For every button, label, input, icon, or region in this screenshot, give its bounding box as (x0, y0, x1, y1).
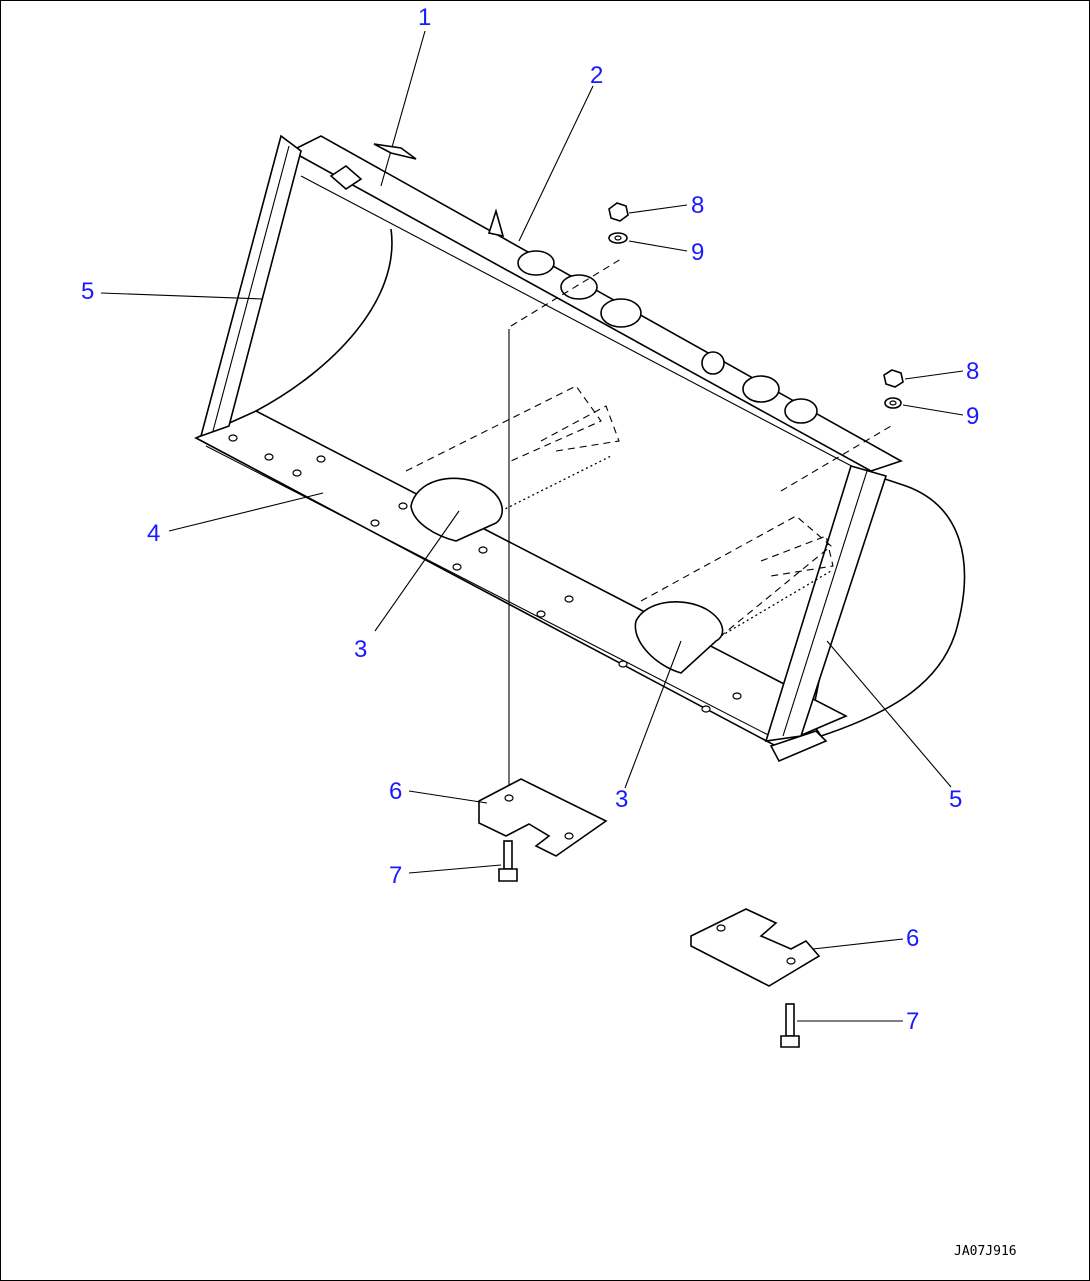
bolt-upper (498, 840, 518, 882)
part-label-8-upper: 8 (691, 192, 704, 219)
wear-plate-right (634, 601, 724, 674)
part-label-5-left: 5 (81, 278, 94, 305)
cutting-edge-plate (194, 410, 848, 747)
part-label-9-lower: 9 (966, 403, 979, 430)
bolt-lower (780, 1003, 800, 1048)
side-edge-left (199, 134, 302, 438)
leader-lines (100, 30, 964, 1022)
part-label-6-upper: 6 (389, 778, 402, 805)
part-label-3-left: 3 (354, 636, 367, 663)
part-label-7-upper: 7 (389, 862, 402, 889)
washer-upper (608, 232, 628, 244)
washer-lower (884, 397, 902, 409)
part-label-3-right: 3 (615, 786, 628, 813)
part-label-6-lower: 6 (906, 925, 919, 952)
cutting-edge-bolt-holes (228, 434, 742, 713)
part-label-2: 2 (590, 62, 603, 89)
part-label-4: 4 (147, 520, 160, 547)
bucket-assembly (194, 134, 966, 763)
nut-upper (608, 202, 629, 222)
part-label-5-right: 5 (949, 786, 962, 813)
part-label-7-lower: 7 (906, 1008, 919, 1035)
hinge-bosses (329, 164, 818, 424)
shim-plate-upper (478, 778, 608, 857)
wear-plate-left (410, 477, 504, 542)
shim-plate-lower (690, 908, 821, 987)
part-label-9-upper: 9 (691, 239, 704, 266)
side-edge-right (764, 465, 888, 742)
part-label-8-lower: 8 (966, 358, 979, 385)
nut-lower (883, 369, 904, 388)
part-label-1: 1 (418, 4, 431, 31)
drawing-code: JA07J916 (954, 1244, 1017, 1259)
bucket-left-side-plate (255, 228, 393, 412)
